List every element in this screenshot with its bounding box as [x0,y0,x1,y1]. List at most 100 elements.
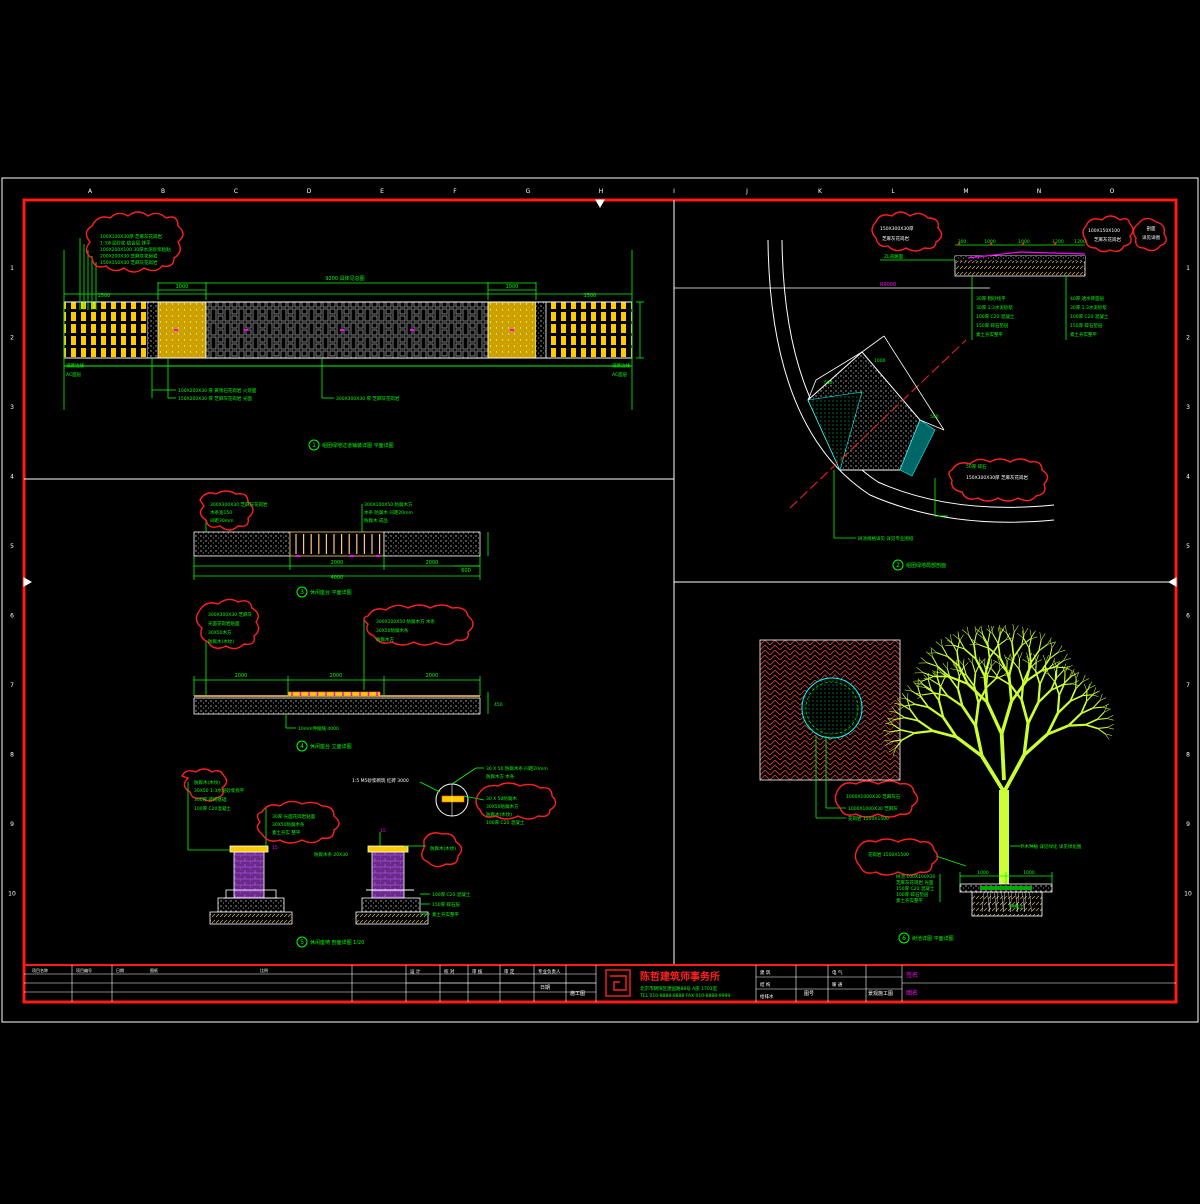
title-block: 设 计校 对审 核审 定专业负责人 建 筑结 构给排水电 气暖 通 项目名称项目… [24,965,1176,1002]
v4-dim-2: 2000 [426,673,439,679]
tree-branch [1043,655,1046,662]
tree-branch [988,633,990,644]
v2-radius: R9000 [880,282,896,288]
grid-row-label: 9 [1186,821,1190,828]
view-4-bench-elevation: 300X300X30 芝麻灰 光面花岗岩贴面 30X50木方 防腐木(木纹) 3… [194,599,503,751]
tree-branch [969,635,974,645]
grid-row-label: 3 [10,404,14,411]
tree-branch [1002,734,1004,780]
v6-note: 素土夯实整平 [896,897,923,904]
v2-layer-left: 素土夯实整平 [976,331,1003,338]
v6-note-top: 花岗岩 1500X1500 [868,851,909,858]
v2-top-callout-0: 150X300X30厚 [880,226,914,232]
v5-detail-callout-1: 30X50防腐木方 [486,803,519,810]
tree-branch [1049,674,1056,682]
tree-branch [1041,633,1045,640]
grid-row-label: 8 [1186,752,1190,759]
tb-project-cells: 项目名称项目编号日期图纸比例 [32,967,268,973]
tree-branch [980,660,985,666]
v4-dim-0: 2000 [235,673,248,679]
v6-tree-note: 乔木种植 详见绿化 详见绿化图 [1020,843,1082,850]
tree-branch [1012,632,1014,643]
firm-tel: TEL 010-8888-8888 FAX 010-8888-9999 [639,993,730,999]
tree-branch [1014,645,1022,657]
v6-callout-1: 花岗岩 1500X1500 [848,815,889,822]
v1-callout: 1:3水泥砂浆 结合层 抹平 [100,240,151,247]
v3-dim-1: 2000 [426,560,439,566]
v2-plan-callout-1: 150X300X30厚 芝麻灰花岗岩 [966,474,1028,481]
v3-dim-0: 2000 [331,560,344,566]
v6-dim-1: 1000 [1023,870,1035,876]
tree-branch [1022,700,1028,724]
v4-top-note-1: 30X50防腐木条 [376,627,409,634]
v1-grey-paving [206,302,488,358]
v1-dim-side2: 1500 [584,293,597,299]
v2-dim: 1200 [1074,239,1086,245]
v3-callout-1: 木条宽150 [210,509,232,516]
v5-detail-callout-0: 30 X 50防腐木 [486,795,517,802]
v5-mid-callout-0: 30厚 光面花岗岩贴面 [272,813,316,820]
grid-col-label: O [1110,188,1115,195]
v5a-footing [218,898,284,912]
v6-no: 6 [902,935,906,942]
tree-branch [993,634,998,644]
grid-col-label: K [818,188,823,195]
v5-no: 5 [300,939,304,946]
v4-bottom-note: 10mm伸缩缝 4000 [298,725,339,732]
tree-branch [999,625,1000,633]
tree-branch [1084,684,1087,691]
grid-col-label: G [526,188,531,195]
v5-detail-note-0: 30 X 50 防腐木条 间距20mm [486,765,548,772]
v5-left-dim: 防腐木条 20X30 [314,851,348,858]
v4-title: 休闲座台 立面详图 [310,743,352,750]
grid-col-label: A [88,188,93,195]
tree-branch [1069,714,1082,726]
tree-branch [943,663,948,669]
tree-branch [973,664,976,673]
tree-branch [1031,631,1035,638]
tree-branch [1065,676,1072,683]
grid-col-label: F [453,188,457,195]
v4-ground [194,698,480,714]
tree-branch [991,661,996,666]
v2-dim: 300 [958,239,967,245]
tb-design-cell: 专业负责人 [538,968,561,975]
v2-no: 2 [896,562,900,569]
grid-row-label: 2 [1186,335,1190,342]
tb-design-cell: 审 核 [472,968,483,975]
v4-top-note-0: 300X100X50 防腐木方 木条 [376,618,435,625]
tb-sig-cell: 建 筑 [760,969,771,976]
v5-wood-label: 防腐木(木纹) [430,845,456,852]
tree-branch [1011,681,1026,701]
v6-note: 100厚 碎石垫层 [896,891,929,898]
tree-branch [1012,643,1014,657]
v3-title: 休闲座台 平面详图 [310,589,352,596]
v1-dim-total: 9200 具体见总图 [325,275,364,282]
tree-branch [1102,704,1109,707]
grid-row-label: 2 [10,335,14,342]
tree-branch [1065,666,1072,668]
tree-branch [1058,695,1059,713]
v2-curve-inner [782,240,1054,507]
tree-branch [924,693,934,695]
v2-layer-right: 素土夯实整平 [1070,331,1097,338]
grid-row-label: 4 [10,474,14,481]
grid-row-label: 7 [10,682,14,689]
v6-note: 芝麻灰花岗岩 光面 [896,879,934,886]
v2-plan-callout-0: 50厚 碎石 [966,463,987,470]
tree-branch [1086,719,1098,724]
tree-branch [1050,640,1051,648]
v1-edge-left2: AC面层 [66,372,82,378]
grid-col-label: N [1037,188,1042,195]
tb-project-cell: 图纸 [150,967,158,973]
tree-branch [987,702,1002,734]
tree-branch [1013,624,1014,632]
